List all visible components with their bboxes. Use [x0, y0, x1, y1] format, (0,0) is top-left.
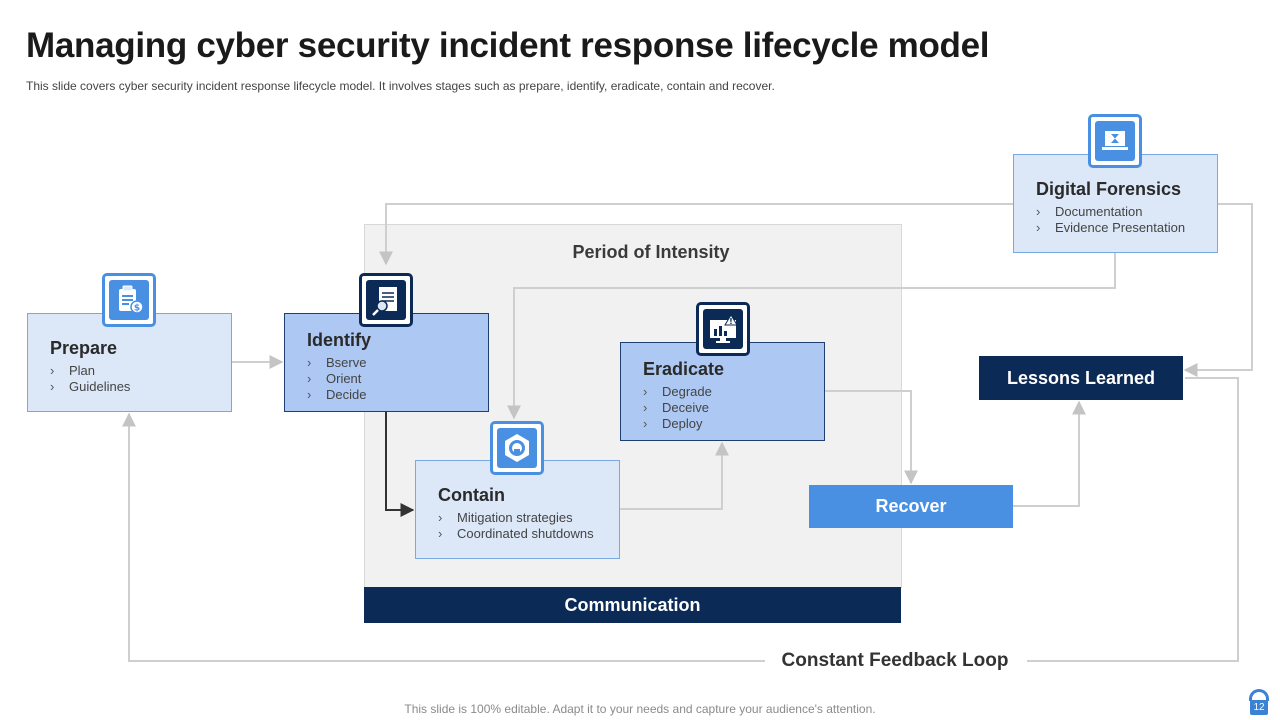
footer-note: This slide is 100% editable. Adapt it to… [404, 702, 876, 716]
identify-list: Bserve Orient Decide [307, 355, 488, 403]
laptop-hourglass-icon [1088, 114, 1142, 168]
prepare-box: Prepare Plan Guidelines [27, 313, 232, 412]
feedback-loop-left [122, 412, 765, 662]
connector-forensics-lessons [1183, 203, 1253, 377]
feedback-loop-right [1027, 377, 1239, 662]
communication-bar: Communication [364, 587, 901, 623]
slide-title: Managing cyber security incident respons… [26, 26, 990, 65]
list-item: Orient [307, 371, 488, 387]
list-item: Documentation [1036, 204, 1217, 220]
period-of-intensity-label: Period of Intensity [572, 242, 730, 262]
chart-alert-icon: ! [696, 302, 750, 356]
prepare-list: Plan Guidelines [50, 363, 231, 395]
clipboard-dollar-icon: $ [102, 273, 156, 327]
identify-box: Identify Bserve Orient Decide [284, 313, 489, 412]
forensics-list: Documentation Evidence Presentation [1036, 204, 1217, 236]
slide-subtitle: This slide covers cyber security inciden… [26, 79, 775, 93]
list-item: Coordinated shutdowns [438, 526, 619, 542]
eradicate-list: Degrade Deceive Deploy [643, 384, 824, 432]
document-search-icon [359, 273, 413, 327]
list-item: Degrade [643, 384, 824, 400]
list-item: Decide [307, 387, 488, 403]
prepare-title: Prepare [50, 338, 118, 358]
list-item: Deceive [643, 400, 824, 416]
list-item: Bserve [307, 355, 488, 371]
connector-eradicate-recover [825, 390, 918, 485]
eradicate-title: Eradicate [643, 359, 725, 379]
lock-icon [1249, 689, 1269, 701]
connector-recover-lessons [1013, 400, 1086, 507]
contain-list: Mitigation strategies Coordinated shutdo… [438, 510, 619, 542]
connector-contain-eradicate [620, 441, 729, 510]
connector-forensics-identify [379, 203, 1013, 266]
contain-box: Contain Mitigation strategies Coordinate… [415, 460, 620, 559]
recover-box: Recover [809, 485, 1013, 528]
page-number: 12 [1250, 700, 1268, 715]
connector-identify-contain [385, 412, 415, 517]
list-item: Evidence Presentation [1036, 220, 1217, 236]
digital-forensics-box: Digital Forensics Documentation Evidence… [1013, 154, 1218, 253]
list-item: Deploy [643, 416, 824, 432]
contain-title: Contain [438, 485, 505, 505]
lessons-learned-box: Lessons Learned [979, 356, 1183, 400]
identify-title: Identify [307, 330, 372, 350]
connector-forensics-contain [507, 253, 1116, 420]
shield-lock-icon [490, 421, 544, 475]
list-item: Mitigation strategies [438, 510, 619, 526]
list-item: Guidelines [50, 379, 231, 395]
forensics-title: Digital Forensics [1036, 179, 1182, 199]
list-item: Plan [50, 363, 231, 379]
eradicate-box: Eradicate Degrade Deceive Deploy [620, 342, 825, 441]
feedback-loop-label: Constant Feedback Loop [765, 650, 1025, 672]
svg-text:$: $ [134, 304, 140, 314]
svg-text:!: ! [729, 317, 733, 326]
